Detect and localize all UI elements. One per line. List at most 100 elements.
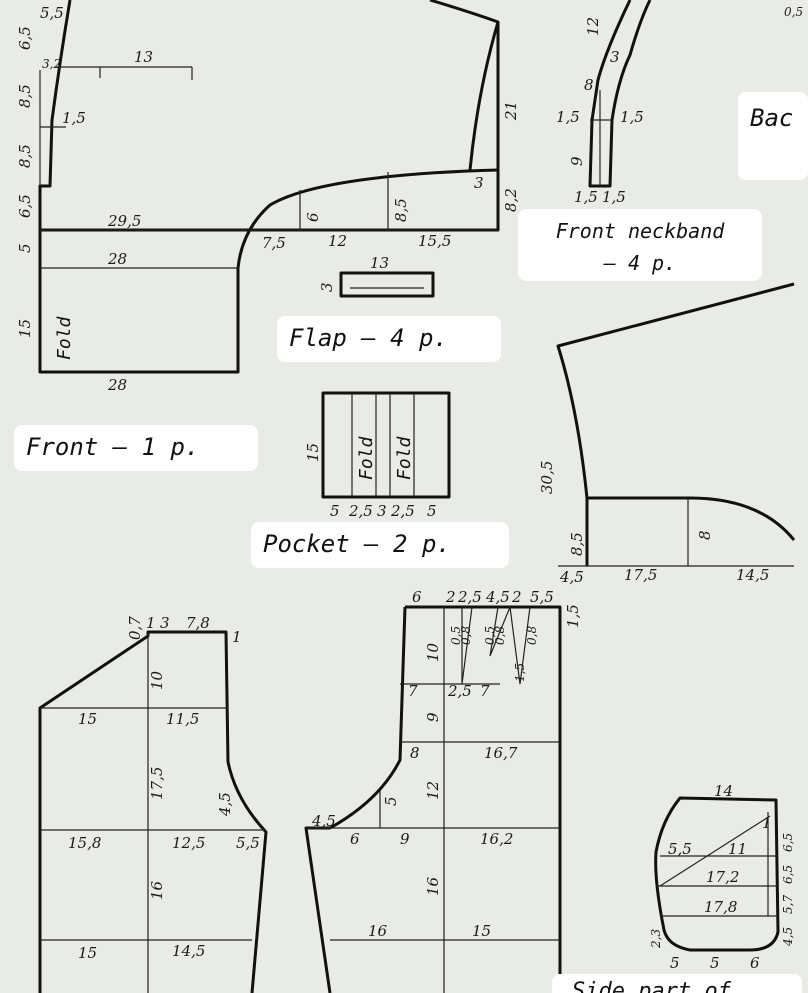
fold-label: Fold xyxy=(54,315,75,360)
dim-label: 14,5 xyxy=(172,942,205,960)
dim-label: 8,5 xyxy=(16,84,34,108)
dim-label: 8,5 xyxy=(568,532,586,556)
dim-label: 4,5 xyxy=(485,588,510,606)
dim-label: 6 xyxy=(350,830,360,848)
dim-label: 6,5 xyxy=(16,194,34,218)
dim-label: 10 xyxy=(148,670,166,690)
dim-label: 5,5 xyxy=(40,4,64,22)
neckband-label-line2: – 4 p. xyxy=(603,251,677,275)
side-part-diagonal xyxy=(659,815,771,887)
dim-label: 1,5 xyxy=(602,188,626,206)
sleeve-right-pattern-piece: 6 2 2,5 4,5 2 5,5 1,5 10 0,5 0,8 0,5 0,8… xyxy=(304,588,582,993)
dim-label: 8,2 xyxy=(502,188,520,212)
dim-label: 0,7 xyxy=(126,616,144,640)
dim-label: 1,5 xyxy=(556,108,580,126)
dim-label: 2,5 xyxy=(447,682,472,700)
dim-label: 12 xyxy=(424,781,442,800)
dim-label: 9 xyxy=(424,712,442,722)
dim-label: 16 xyxy=(368,922,388,940)
dim-label: 13 xyxy=(134,48,153,66)
dim-label: 0,5 xyxy=(449,626,463,645)
dim-label: 0,8 xyxy=(459,626,473,645)
flap-pattern-piece: 13 3 xyxy=(318,254,435,298)
dim-label: 0,8 xyxy=(525,626,539,645)
dim-label: 14,5 xyxy=(736,566,769,584)
dim-label: 6 xyxy=(750,954,760,972)
dim-label: 15 xyxy=(304,443,322,462)
dim-label: 4,5 xyxy=(559,568,584,586)
dim-label: 5 xyxy=(427,502,437,520)
dim-label: 7 xyxy=(408,682,418,700)
dim-label: 15 xyxy=(472,922,491,940)
dim-label: 6 xyxy=(412,588,422,606)
dim-label: 16,7 xyxy=(484,744,518,762)
dim-label: 16 xyxy=(424,876,442,896)
dim-label: 1,5 xyxy=(513,663,527,682)
dim-label: 4,5 xyxy=(311,812,336,830)
dim-label: 11,5 xyxy=(166,710,199,728)
dim-label: 5 xyxy=(330,502,340,520)
dim-label: 0,5 xyxy=(483,626,497,645)
dim-label: 6,5 xyxy=(781,833,795,852)
pocket-piece-label: Pocket – 2 p. xyxy=(251,522,509,568)
side-part-label-box xyxy=(552,974,802,993)
flap-outline xyxy=(339,271,435,298)
neckband-label-line1: Front neckband xyxy=(555,219,725,243)
dim-label: 30,5 xyxy=(538,461,556,494)
dim-label: 1 xyxy=(232,628,242,646)
back-outline xyxy=(556,282,796,566)
dim-label: 15,5 xyxy=(418,232,451,250)
dim-label: 21 xyxy=(502,101,520,121)
flap-piece-label: Flap – 4 p. xyxy=(277,316,501,362)
dim-label: 17,2 xyxy=(706,868,739,886)
dim-label: 8,5 xyxy=(392,198,410,222)
dim-label: 15 xyxy=(16,319,34,338)
dim-label: 11 xyxy=(728,840,747,858)
dim-label: 1,5 xyxy=(574,188,598,206)
dim-label: 5,5 xyxy=(530,588,554,606)
dim-label: 0,5 xyxy=(784,5,803,19)
dim-label: 15,8 xyxy=(68,834,101,852)
dim-label: 9 xyxy=(568,156,586,166)
dim-label: 8 xyxy=(696,530,714,540)
dim-label: 6,5 xyxy=(781,865,795,884)
dim-label: 28 xyxy=(107,250,127,268)
dim-label: 9 xyxy=(400,830,410,848)
dim-label: 7,8 xyxy=(186,614,210,632)
dim-label: 12,5 xyxy=(172,834,205,852)
dim-label: 28 xyxy=(107,376,127,394)
dim-label: 13 xyxy=(370,254,389,272)
front-pattern-piece: 5,5 6,5 3,2 13 8,5 1,5 8,5 6,5 29,5 5 28… xyxy=(16,0,520,394)
dim-label: 3 xyxy=(318,282,336,292)
front-piece-label: Front – 1 p. xyxy=(14,425,258,471)
pocket-outline xyxy=(321,391,451,499)
dim-label: 8 xyxy=(410,744,420,762)
dim-label: 5,7 xyxy=(781,895,795,914)
dim-label: 7,5 xyxy=(262,234,286,252)
dim-label: 4,5 xyxy=(216,792,234,817)
dim-label: 7 xyxy=(480,682,490,700)
dim-label: 17,5 xyxy=(624,566,657,584)
dim-label: 5 xyxy=(382,796,400,806)
side-part-pattern-piece: 14 1 5,5 11 17,2 17,8 2,3 5 5 6 6,5 6,5 … xyxy=(649,782,795,972)
dim-label: 1,5 xyxy=(620,108,644,126)
dim-label: 0,8 xyxy=(493,626,507,645)
sleeve-left-pattern-piece: 0,7 1 3 7,8 1 10 15 11,5 17,5 4,5 15,8 1… xyxy=(38,614,268,993)
dim-label: 5,5 xyxy=(236,834,260,852)
back-piece-label: Bac xyxy=(738,92,808,180)
dim-label: 3 xyxy=(474,174,484,192)
dim-label: 17,5 xyxy=(148,767,166,800)
dim-label: 29,5 xyxy=(107,212,141,230)
neckband-piece-label: Front neckband – 4 p. xyxy=(518,209,762,281)
side-part-outline xyxy=(654,796,780,952)
dim-label: 2,3 xyxy=(649,929,663,949)
dim-label: 2,5 xyxy=(348,502,373,520)
dim-label: 3 xyxy=(160,614,170,632)
dim-label: 6,5 xyxy=(16,26,34,50)
dim-label: 17,8 xyxy=(704,898,737,916)
fold-label: Fold xyxy=(356,435,377,480)
dim-label: 1 xyxy=(146,614,156,632)
dim-label: 5 xyxy=(710,954,720,972)
dim-label: 5 xyxy=(16,243,34,253)
